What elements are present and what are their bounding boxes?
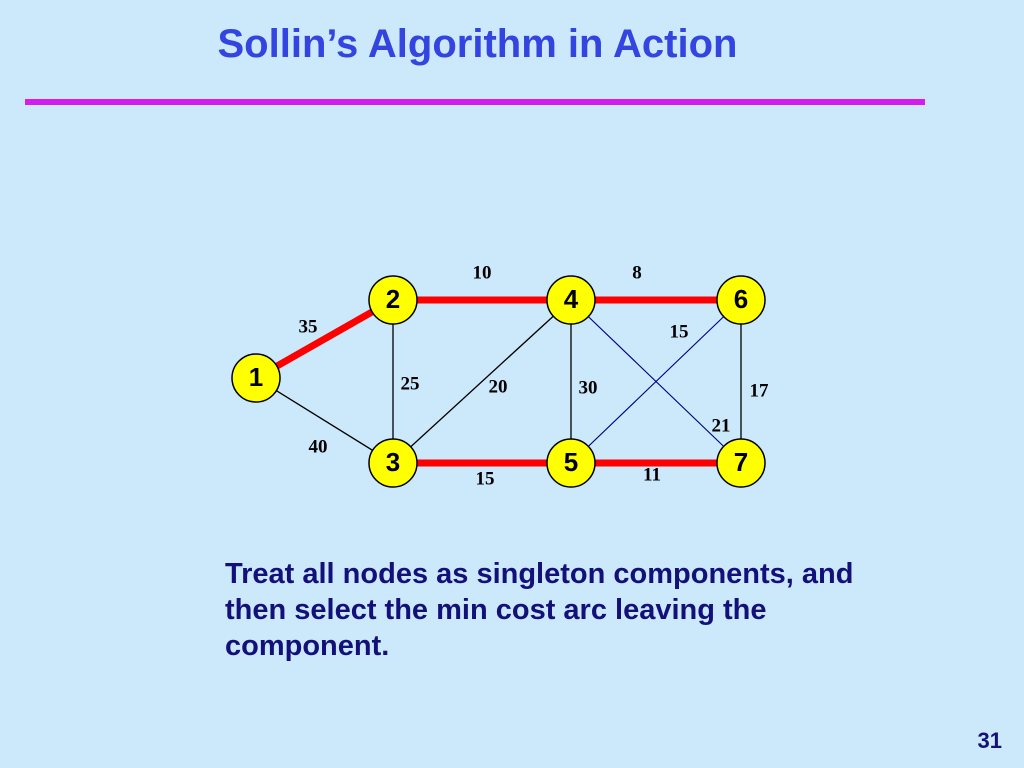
caption-text: Treat all nodes as singleton components,… (225, 558, 854, 662)
node-label-1: 1 (249, 362, 263, 392)
edge-weight-3-5: 15 (476, 468, 495, 489)
edge-weight-2-3: 25 (401, 373, 420, 394)
edge-weight-4-6: 8 (632, 262, 642, 283)
edge-4-3 (392, 299, 572, 464)
slide-title: Sollin’s Algorithm in Action (217, 22, 738, 66)
node-1: 1 (231, 353, 281, 403)
node-circle-4 (546, 275, 596, 325)
edge-1-2-selected (254, 296, 395, 382)
node-circle-1 (231, 353, 281, 403)
page-number: 31 (977, 728, 1002, 753)
node-label-5: 5 (564, 447, 578, 477)
node-label-4: 4 (564, 284, 579, 314)
edge-weight-4-5: 30 (579, 377, 598, 398)
edge-weight-5-7: 11 (643, 464, 661, 485)
edge-weight-6-5: 15 (670, 321, 689, 342)
node-3: 3 (368, 438, 418, 488)
node-circle-5 (546, 438, 596, 488)
node-label-6: 6 (734, 284, 748, 314)
node-6: 6 (716, 275, 766, 325)
node-circle-6 (716, 275, 766, 325)
edge-weight-1-2: 35 (299, 316, 318, 337)
edge-weight-6-7: 17 (750, 380, 770, 401)
edge-weight-1-3: 40 (309, 436, 328, 457)
node-label-7: 7 (734, 447, 748, 477)
node-label-2: 2 (386, 284, 400, 314)
node-label-3: 3 (386, 447, 400, 477)
edge-weight-2-4: 10 (473, 262, 492, 283)
node-circle-2 (368, 275, 418, 325)
node-circle-7 (716, 438, 766, 488)
node-4: 4 (546, 275, 596, 325)
node-circle-3 (368, 438, 418, 488)
node-7: 7 (716, 438, 766, 488)
edge-1-3 (255, 377, 394, 464)
edge-weight-4-3: 20 (489, 376, 508, 397)
edge-weight-4-7: 21 (712, 415, 731, 436)
node-2: 2 (368, 275, 418, 325)
node-5: 5 (546, 438, 596, 488)
title-divider (25, 99, 925, 105)
edge-6-5 (570, 299, 742, 464)
